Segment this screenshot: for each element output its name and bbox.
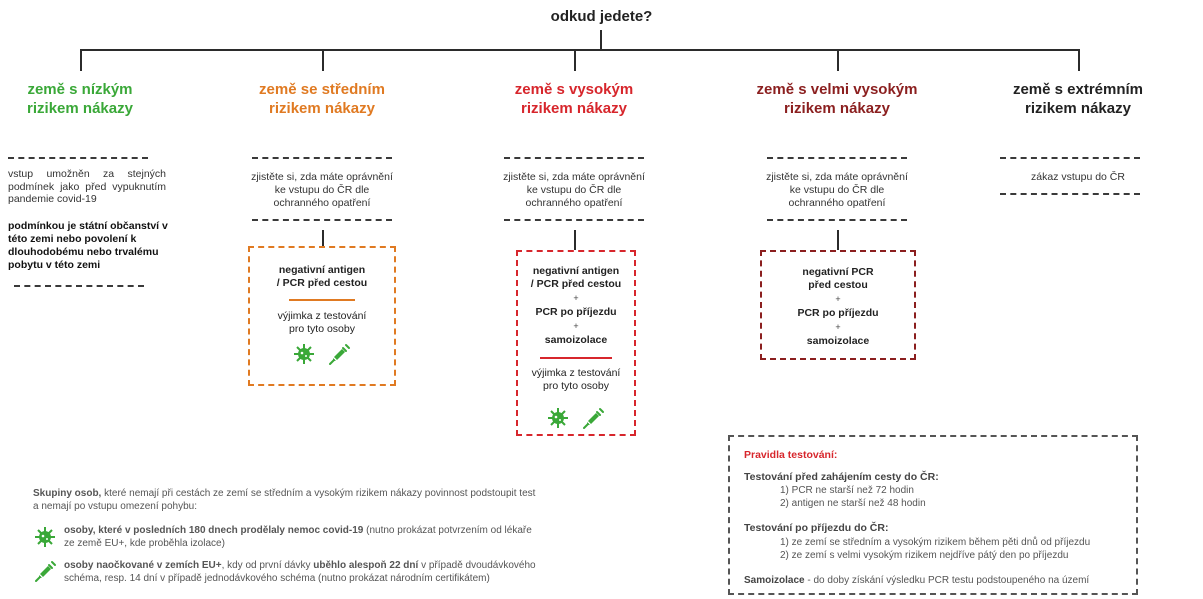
group-item-recovered: osoby, které v posledních 180 dnech prod…: [64, 525, 532, 549]
zone-very-high-check: zjistěte si, zda máte oprávnění ke vstup…: [766, 171, 908, 209]
zone-medium-divider-top: [252, 157, 392, 159]
zone-medium-divider-mid: [252, 219, 392, 221]
branch-high: [574, 49, 576, 71]
virus-icon: [293, 343, 315, 372]
rules-after-2: 2) ze zemí s velmi vysokým rizikem nejdř…: [780, 550, 1069, 561]
root-connector: [600, 30, 602, 50]
separator: [289, 299, 355, 301]
zone-low-text: vstup umožněn za stejných podmínek jako …: [8, 168, 166, 205]
group-item-vaccinated: osoby naočkované v zemích EU+, kdy od pr…: [64, 560, 536, 584]
zone-extreme-text: zákaz vstupu do ČR: [1031, 171, 1125, 183]
zone-medium-connector: [322, 230, 324, 246]
zone-extreme-title: země s extrémním rizikem nákazy: [1012, 81, 1144, 117]
branch-medium: [322, 49, 324, 71]
syringe-icon: [581, 407, 605, 436]
zone-medium-check: zjistěte si, zda máte oprávnění ke vstup…: [251, 171, 393, 209]
rules-after-title: Testování po příjezdu do ČR:: [744, 522, 889, 534]
zone-high-connector: [574, 230, 576, 250]
diagram-title: odkud jedete?: [550, 8, 653, 25]
zone-extreme-divider-top: [1000, 157, 1140, 159]
zone-high-title: země s vysokým rizikem nákazy: [514, 81, 634, 117]
rules-before-title: Testování před zahájením cesty do ČR:: [744, 471, 939, 483]
zone-high-divider-top: [504, 157, 644, 159]
rules-after-1: 1) ze zemí se středním a vysokým rizikem…: [780, 537, 1091, 548]
separator: [540, 357, 612, 359]
zone-very-high-title: země s velmi vysokým rizikem nákazy: [756, 81, 918, 117]
branch-low: [80, 49, 82, 71]
branch-extreme: [1078, 49, 1080, 71]
rules-isolation: Samoizolace - do doby získání výsledku P…: [744, 575, 1090, 586]
zone-very-high-divider-top: [767, 157, 907, 159]
zone-extreme-divider-bottom: [1000, 193, 1140, 195]
groups-intro: Skupiny osob, které nemají při cestách z…: [33, 488, 536, 512]
rules-before-1: 1) PCR ne starší než 72 hodin: [780, 485, 914, 496]
zone-very-high-connector: [837, 230, 839, 250]
zone-very-high-divider-mid: [767, 219, 907, 221]
zone-very-high-requirements-box: negativní PCR před cestou + PCR po příje…: [760, 250, 916, 360]
zone-low-divider-top: [8, 157, 148, 159]
zone-medium-title: země se středním rizikem nákazy: [259, 81, 385, 117]
zone-high-divider-mid: [504, 219, 644, 221]
syringe-icon: [327, 343, 351, 372]
virus-icon: [34, 526, 56, 553]
branch-very-high: [837, 49, 839, 71]
zone-low-bold-text: podmínkou je státní občanství v této zem…: [8, 220, 168, 271]
zone-high-requirements-box: negativní antigen / PCR před cestou + PC…: [516, 250, 636, 436]
branch-line: [80, 49, 1080, 51]
testing-rules-box: Pravidla testování: Testování před zaháj…: [728, 435, 1138, 595]
virus-icon: [547, 407, 569, 436]
zone-medium-requirements-box: negativní antigen / PCR před cestou výji…: [248, 246, 396, 386]
zone-high-check: zjistěte si, zda máte oprávnění ke vstup…: [503, 171, 645, 209]
syringe-icon: [33, 560, 57, 589]
rules-before-2: 2) antigen ne starší než 48 hodin: [780, 498, 926, 509]
zone-low-title: země s nízkým rizikem nákazy: [27, 81, 133, 117]
rules-title: Pravidla testování:: [744, 449, 838, 461]
zone-low-divider-bottom: [14, 285, 144, 287]
